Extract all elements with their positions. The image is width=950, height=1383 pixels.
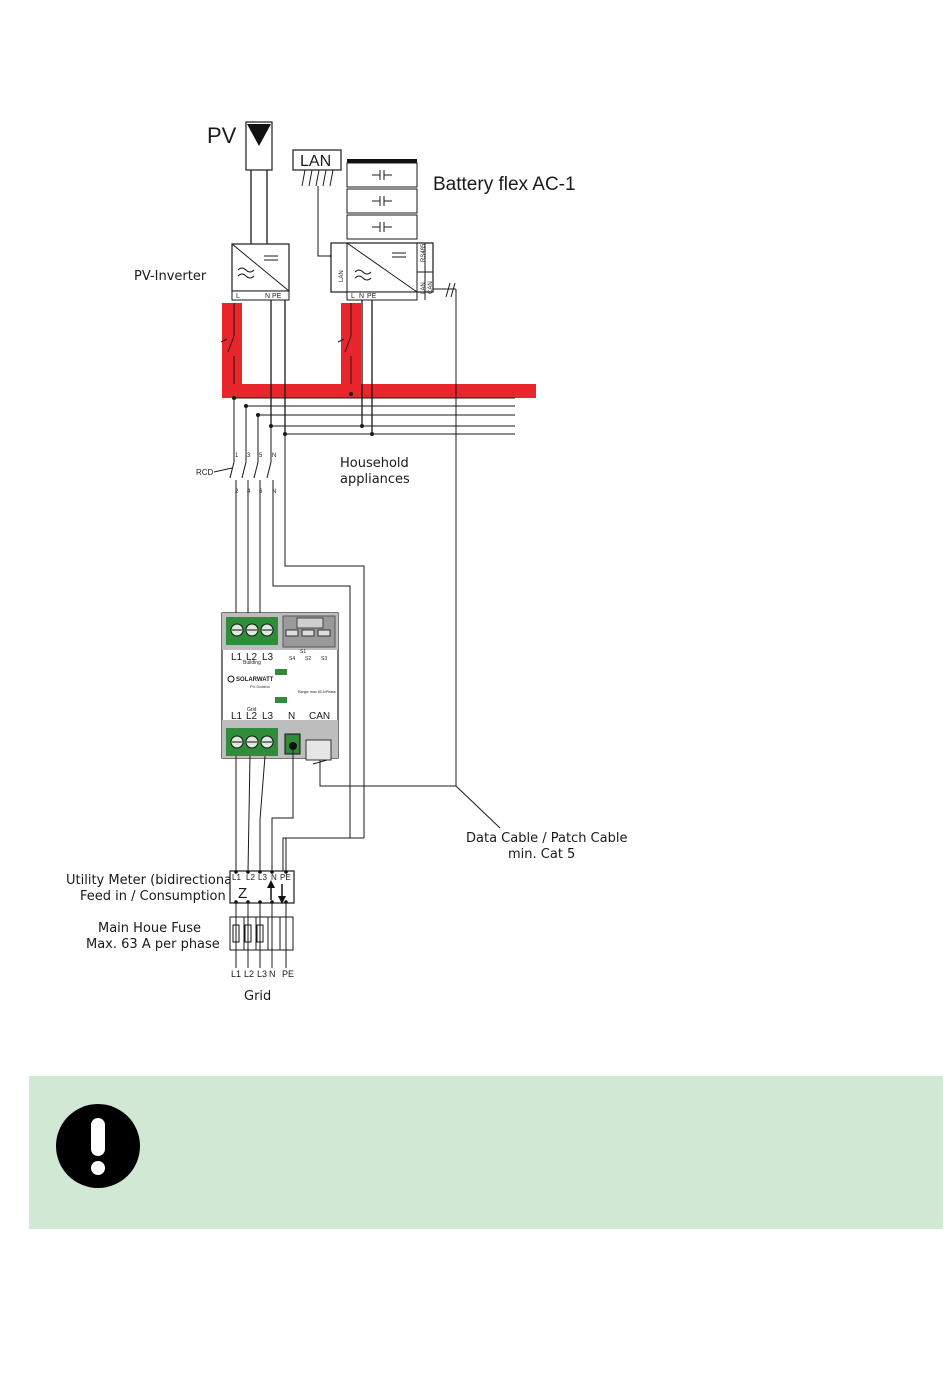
battery-inverter-box: L N PE LAN RS485 LAN CAN [330,242,434,301]
svg-text:S1: S1 [300,649,306,655]
svg-text:N: N [271,873,277,882]
svg-text:Building: Building [243,660,261,666]
svg-text:CAN: CAN [309,711,330,722]
svg-text:S2: S2 [305,656,311,662]
svg-text:L: L [351,293,355,300]
svg-text:5: 5 [259,453,263,459]
svg-text:L2: L2 [246,711,258,722]
rcd: RCD 1 3 5 N 2 4 6 N [196,398,276,614]
household-lines [234,397,515,435]
pv-inverter-label: PV-Inverter [134,269,207,284]
svg-text:PV-Gontrol: PV-Gontrol [250,684,270,689]
svg-text:1: 1 [235,453,239,459]
exclamation-icon [56,1104,140,1188]
svg-text:S3: S3 [321,656,327,662]
grid-label: Grid [244,989,271,1004]
svg-text:L2: L2 [244,969,254,979]
utility-meter: L1 L2 L3 N PE Z [229,870,295,904]
svg-text:L1: L1 [231,969,241,979]
svg-text:L3: L3 [258,873,267,882]
busbar [222,303,536,398]
svg-text:L1: L1 [231,711,243,722]
svg-text:Z: Z [238,885,247,902]
svg-text:PE: PE [280,873,291,882]
wiring-diagram: PV LAN Battery flex AC-1 PV-Inverter [66,121,627,1004]
svg-text:L3: L3 [262,652,274,663]
svg-text:L2: L2 [246,873,255,882]
utility-meter-label-2: Feed in / Consumption [80,889,226,904]
svg-text:4: 4 [247,489,251,495]
svg-text:L1: L1 [231,652,243,663]
svg-text:L2: L2 [246,652,258,663]
svg-text:Range: max 60 A/Phase: Range: max 60 A/Phase [298,690,336,694]
svg-text:LAN: LAN [339,270,345,282]
main-fuse-label-1: Main Houe Fuse [98,921,201,936]
svg-text:RCD: RCD [196,468,214,477]
svg-text:N: N [265,293,270,300]
svg-text:S4: S4 [289,656,295,662]
solarwatt-controller: L1 L2 L3 Building S1 S4 S2 S3 SOLARWATT … [221,612,339,761]
svg-text:Grid: Grid [247,707,257,713]
pv-inverter-box: L N PE [231,243,290,301]
svg-text:LAN: LAN [421,282,427,294]
notice-box [29,1076,943,1229]
lan-box: LAN [292,149,342,187]
svg-text:LAN: LAN [300,153,331,170]
data-cable-label-1: Data Cable / Patch Cable [466,831,627,846]
svg-text:6: 6 [259,489,263,495]
battery-label: Battery flex AC-1 [433,174,576,195]
main-fuse-label-2: Max. 63 A per phase [86,937,220,952]
svg-text:SOLARWATT: SOLARWATT [236,677,274,683]
svg-text:L3: L3 [262,711,274,722]
svg-text:RS485: RS485 [421,243,427,262]
main-fuse [229,916,294,951]
svg-text:3: 3 [247,453,251,459]
svg-text:L: L [236,293,240,300]
svg-text:N: N [272,453,276,459]
svg-text:PE: PE [367,293,377,300]
svg-text:N: N [272,489,276,495]
utility-meter-label-1: Utility Meter (bidirectional) [66,873,241,888]
data-cable-label-2: min. Cat 5 [508,847,575,862]
battery-stack [346,159,418,240]
svg-text:PE: PE [282,969,294,979]
svg-text:N: N [269,969,276,979]
svg-text:CAN: CAN [428,281,434,294]
svg-text:L1: L1 [232,873,241,882]
svg-text:L3: L3 [257,969,267,979]
household-label-1: Household [340,456,409,471]
pv-label: PV [207,123,237,148]
svg-text:2: 2 [235,489,239,495]
svg-text:N: N [288,711,295,722]
household-label-2: appliances [340,472,410,487]
pv-panel-icon [245,121,273,171]
svg-text:N: N [359,293,364,300]
svg-text:PE: PE [272,293,282,300]
